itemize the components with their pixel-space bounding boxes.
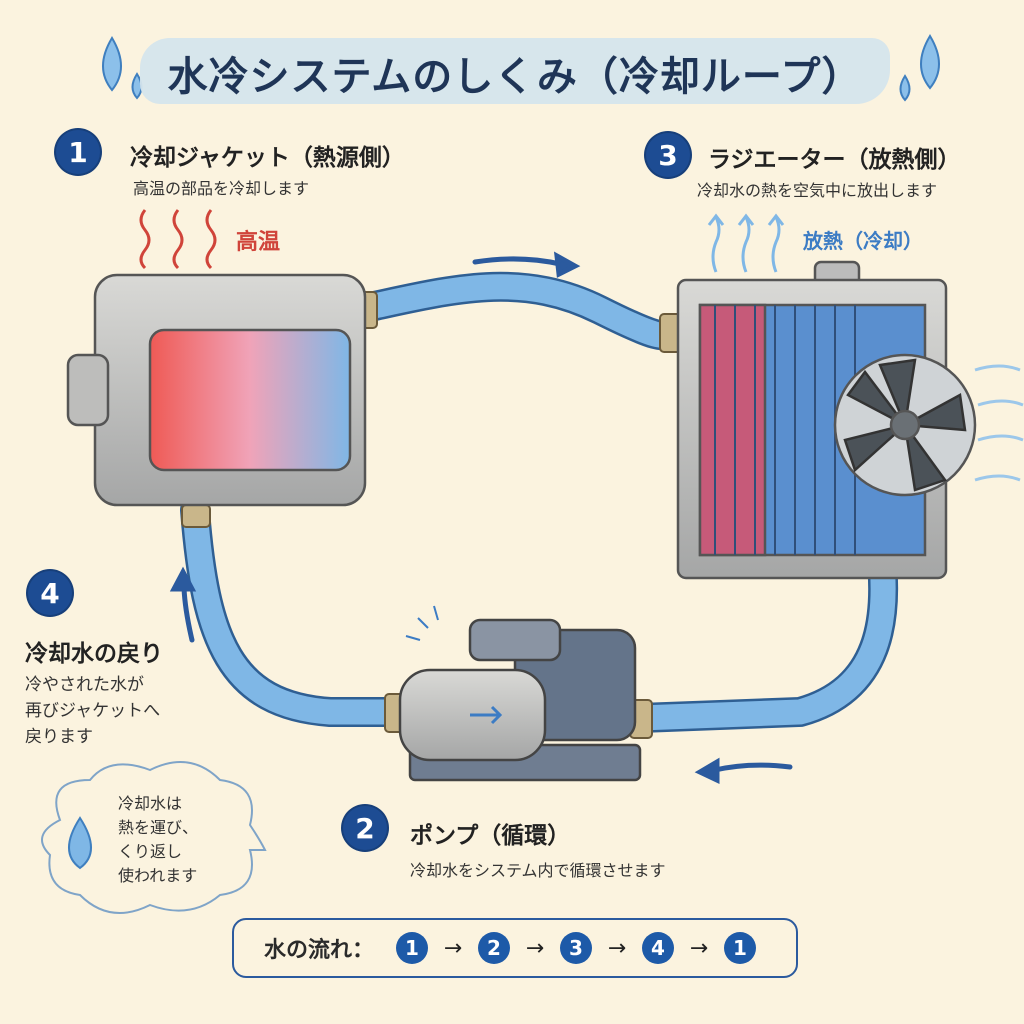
pump (398, 618, 642, 782)
flow-step: 1 (724, 932, 757, 964)
jacket-heading: 冷却ジャケット（熱源側） (130, 145, 405, 171)
radiator-heading: ラジエーター（放熱側） (708, 147, 961, 173)
bubble-line: 使われます (118, 866, 198, 885)
step-badge-1: 1 (56, 130, 100, 174)
high-temp-label: 高温 (236, 230, 281, 255)
flow-summary: 水の流れ： 1 → 2 → 3 → 4 → 1 (232, 918, 798, 978)
radiator (676, 260, 977, 580)
pump-description: 冷却水をシステム内で循環させます (410, 861, 666, 880)
speech-bubble (41, 761, 267, 914)
heat-release-label: 放熱（冷却） (803, 229, 923, 253)
flow-step: 3 (560, 932, 593, 964)
return-description-line: 冷やされた水が (25, 675, 144, 695)
return-description-line: 再びジャケットへ (25, 701, 161, 721)
bubble-line: 熱を運び、 (118, 818, 199, 837)
flow-arrow: → (607, 935, 627, 961)
heat-release-arrow-icon (707, 213, 785, 273)
step-badge-3: 3 (646, 133, 690, 177)
cooling-jacket (66, 273, 367, 507)
flow-arrow: → (525, 935, 545, 961)
flow-step: 4 (642, 932, 675, 964)
bubble-line: 冷却水は (118, 794, 183, 813)
step-badge-4: 4 (28, 571, 72, 615)
return-description: 冷やされた水が 再びジャケットへ 戻ります (25, 672, 160, 750)
airflow-icon (974, 364, 1024, 482)
flow-arrow: → (689, 935, 709, 961)
flow-step: 1 (396, 932, 429, 964)
return-heading: 冷却水の戻り (25, 641, 163, 667)
heat-wave-icon (139, 209, 217, 270)
return-description-line: 戻ります (25, 727, 93, 747)
flow-arrow: → (443, 935, 463, 961)
water-drop-icon (68, 816, 92, 870)
page-title: 水冷システムのしくみ（冷却ループ） (167, 54, 863, 100)
title-banner (140, 38, 890, 104)
bubble-line: くり返し (118, 842, 183, 861)
radiator-description: 冷却水の熱を空気中に放出します (697, 181, 938, 200)
bubble-text: 冷却水は 熱を運び、 くり返し 使われます (118, 792, 198, 888)
flow-arrow-icon (169, 251, 793, 784)
pump-heading: ポンプ（循環） (410, 823, 571, 849)
flow-label: 水の流れ： (264, 938, 375, 963)
step-badge-2: 2 (343, 806, 387, 850)
jacket-description: 高温の部品を冷却します (133, 179, 310, 198)
flow-step: 2 (478, 932, 511, 964)
vibration-icon (405, 605, 439, 641)
